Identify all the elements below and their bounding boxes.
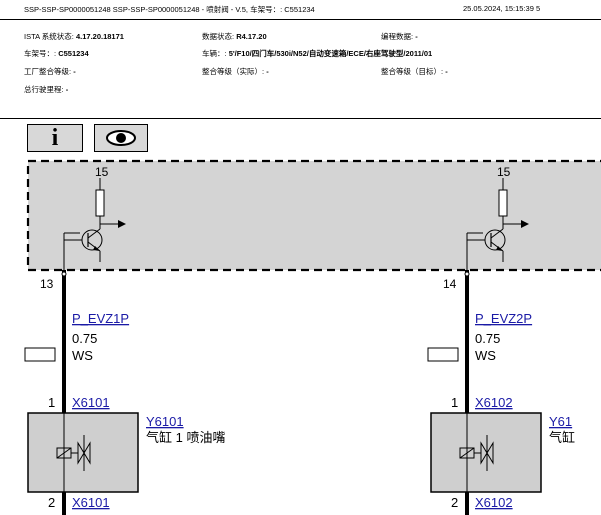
injector-valve-icon bbox=[459, 413, 494, 492]
wire-color-swatch bbox=[24, 347, 56, 362]
header-page: 5 bbox=[536, 4, 541, 13]
component-id-link[interactable]: Y6101 bbox=[146, 414, 184, 429]
arrow-icon bbox=[521, 220, 529, 228]
view-button[interactable] bbox=[94, 124, 148, 152]
data-status: 数据状态: R4.17.20 bbox=[202, 32, 267, 41]
pin-label: 2 bbox=[48, 495, 55, 510]
pin-label: 14 bbox=[443, 277, 457, 291]
pin-label: 1 bbox=[451, 395, 458, 410]
wire-color-swatch bbox=[427, 347, 459, 362]
toolbar-rule bbox=[0, 118, 601, 119]
ista-status: ISTA 系统状态: 4.17.20.18171 bbox=[24, 32, 124, 41]
signal-link[interactable]: P_EVZ2P bbox=[475, 311, 532, 326]
header-date: 25.05.2024, 15:15:39 bbox=[463, 4, 534, 13]
vin-field: 车架号：: C551234 bbox=[24, 49, 89, 58]
header-rule bbox=[0, 19, 601, 20]
document-title: SSP-SSP-SP0000051248 SSP-SSP-SP000005124… bbox=[24, 5, 315, 14]
arrow-icon bbox=[118, 220, 126, 228]
header-datetime: 25.05.2024, 15:15:39 5 bbox=[463, 4, 540, 13]
eye-icon bbox=[106, 130, 136, 146]
wire-size-label: 0.75 bbox=[72, 331, 97, 346]
connector-link[interactable]: X6102 bbox=[475, 495, 513, 510]
pin-label: 1 bbox=[48, 395, 55, 410]
injector-valve-icon bbox=[56, 413, 91, 492]
supply-terminal-label: 15 bbox=[497, 165, 511, 179]
connector-link[interactable]: X6101 bbox=[72, 395, 110, 410]
injector-component-box bbox=[430, 412, 542, 493]
control-module-box bbox=[26, 159, 601, 272]
resistor-symbol bbox=[95, 189, 105, 217]
component-name: 气缸 1 喷油嘴 bbox=[146, 430, 225, 445]
connector-link[interactable]: X6101 bbox=[72, 495, 110, 510]
wire-color-label: WS bbox=[475, 348, 496, 363]
right-channel: 15 14 P_EVZ2P 0.75 WS 1 X6102 Y61 气缸 bbox=[427, 165, 575, 515]
info-icon: i bbox=[51, 125, 59, 151]
pin-label: 2 bbox=[451, 495, 458, 510]
wire-color-label: WS bbox=[72, 348, 93, 363]
mileage-field: 总行驶里程: - bbox=[24, 85, 69, 94]
resistor-symbol bbox=[498, 189, 508, 217]
component-id-link[interactable]: Y61 bbox=[549, 414, 572, 429]
target-level: 整合等级（目标）: - bbox=[381, 67, 448, 76]
left-channel: 15 13 P_EVZ1P 0.75 WS 1 X6101 Y6101 气缸 1… bbox=[24, 165, 225, 515]
programming-data: 编程数据: - bbox=[381, 32, 418, 41]
factory-level: 工厂整合等级: - bbox=[24, 67, 76, 76]
connector-link[interactable]: X6102 bbox=[475, 395, 513, 410]
info-button[interactable]: i bbox=[27, 124, 83, 152]
vehicle-field: 车辆：: 5'/F10/四门车/530i/N52/自动变速箱/ECE/右座驾驶型… bbox=[202, 49, 433, 58]
supply-terminal-label: 15 bbox=[95, 165, 109, 179]
signal-link[interactable]: P_EVZ1P bbox=[72, 311, 129, 326]
actual-level: 整合等级（实际）: - bbox=[202, 67, 269, 76]
wire-size-label: 0.75 bbox=[475, 331, 500, 346]
injector-component-box bbox=[27, 412, 139, 493]
component-name: 气缸 bbox=[549, 430, 575, 445]
pin-label: 13 bbox=[40, 277, 54, 291]
